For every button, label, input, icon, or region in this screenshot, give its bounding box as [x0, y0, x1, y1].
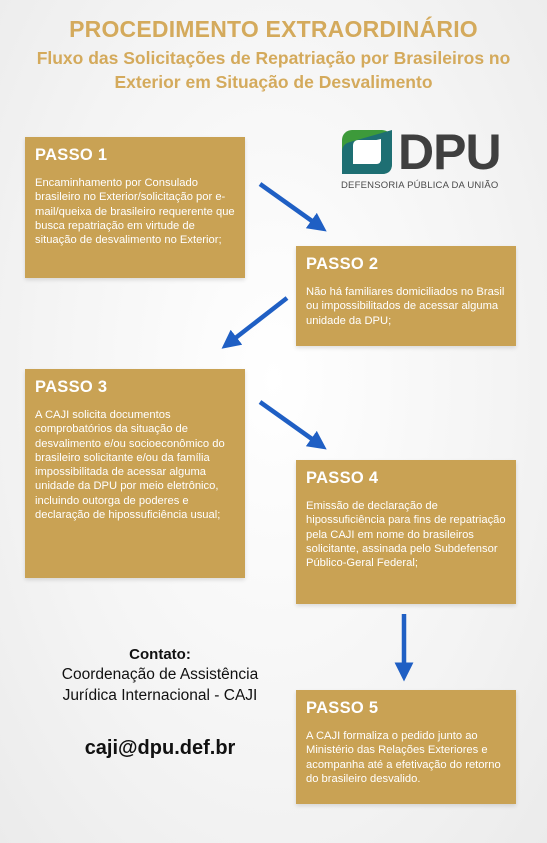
arrow-step1-to-step2	[258, 182, 327, 232]
step-4-title: PASSO 4	[306, 469, 379, 487]
contact-email-link[interactable]: caji@dpu.def.br	[84, 737, 236, 759]
step-2-text: Não há familiares domiciliados no Brasil…	[306, 286, 505, 327]
step-3-title: PASSO 3	[35, 378, 108, 396]
contact-label: Contato:	[129, 646, 191, 663]
page-subtitle-line-1: Fluxo das Solicitações de Repatriação po…	[36, 48, 511, 68]
step-2-box: PASSO 2 Não há familiares domiciliados n…	[296, 246, 516, 346]
step-4-box: PASSO 4 Emissão de declaração de hipossu…	[296, 460, 516, 604]
step-1-box: PASSO 1 Encaminhamento por Consulado bra…	[25, 137, 245, 278]
step-4-text: Emissão de declaração de hipossuficiênci…	[306, 500, 506, 570]
step-1-text: Encaminhamento por Consulado brasileiro …	[35, 177, 235, 247]
step-5-box: PASSO 5 A CAJI formaliza o pedido junto …	[296, 690, 516, 804]
contact-organization-line-2: Jurídica Internacional - CAJI	[62, 687, 258, 704]
step-2-title: PASSO 2	[306, 255, 379, 273]
step-3-box: PASSO 3 A CAJI solicita documentos compr…	[25, 369, 245, 578]
dpu-logo-wordmark: DPU	[398, 124, 502, 180]
step-1-title: PASSO 1	[35, 146, 108, 164]
contact-organization-line-1: Coordenação de Assistência	[61, 666, 259, 683]
step-5-text: A CAJI formaliza o pedido junto ao Minis…	[306, 730, 501, 785]
arrow-step2-to-step3	[221, 296, 289, 349]
dpu-logo-tagline: DEFENSORIA PÚBLICA DA UNIÃO	[341, 180, 499, 191]
step-5-title: PASSO 5	[306, 699, 379, 717]
dpu-logo: DPU DEFENSORIA PÚBLICA DA UNIÃO	[340, 124, 510, 196]
arrow-step3-to-step4	[258, 400, 327, 450]
step-3-text: A CAJI solicita documentos comprobatório…	[35, 409, 225, 522]
page-title: PROCEDIMENTO EXTRAORDINÁRIO	[69, 16, 478, 42]
dpu-logo-icon	[342, 130, 392, 174]
page-subtitle-line-2: Exterior em Situação de Desvalimento	[114, 72, 433, 92]
